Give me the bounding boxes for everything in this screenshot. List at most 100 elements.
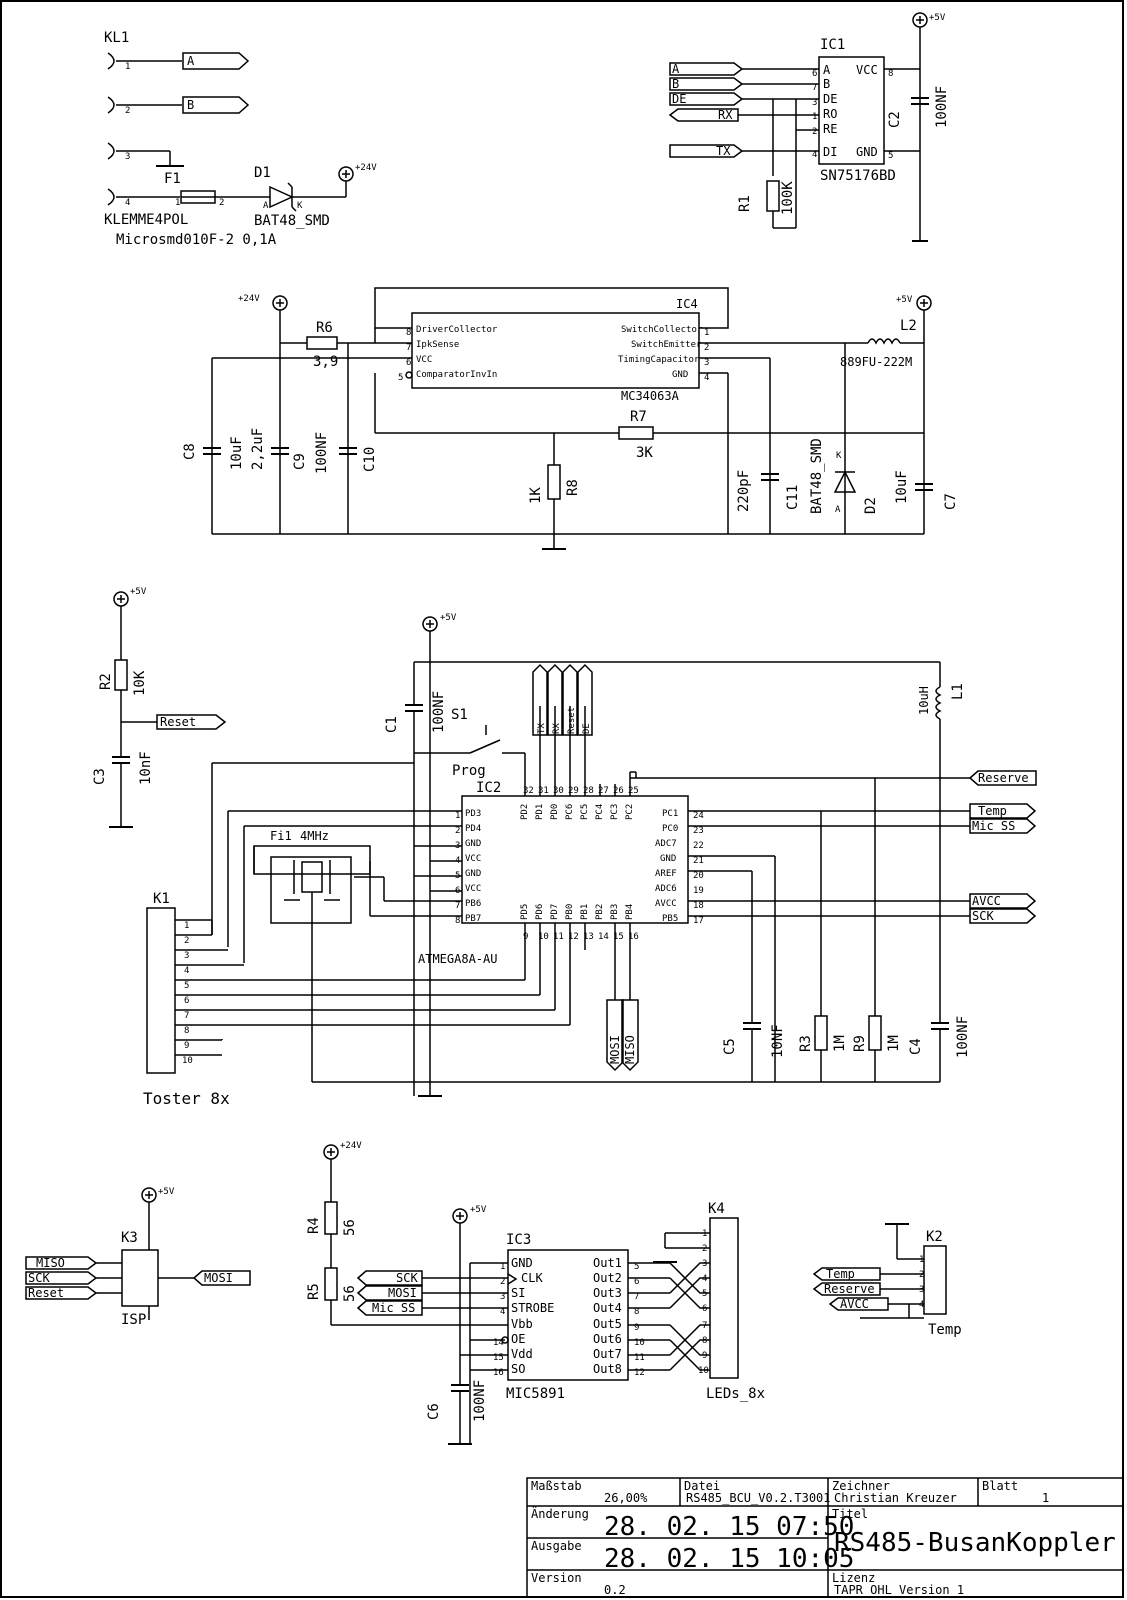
svg-text:LEDs_8x: LEDs_8x [706, 1386, 765, 1402]
net-flag-a [182, 52, 250, 70]
net-flag-b [669, 77, 744, 91]
svg-text:7: 7 [812, 83, 817, 93]
svg-text:6: 6 [184, 996, 189, 1006]
svg-text:+24V: +24V [340, 1141, 362, 1151]
svg-text:SwitchCollector: SwitchCollector [621, 325, 703, 335]
svg-text:R9: R9 [852, 1035, 868, 1052]
svg-text:31: 31 [538, 786, 549, 796]
svg-text:56: 56 [342, 1219, 358, 1236]
svg-text:RO: RO [823, 107, 837, 121]
svg-text:+5V: +5V [470, 1205, 487, 1215]
svg-text:+5V: +5V [158, 1187, 175, 1197]
svg-text:10: 10 [538, 932, 549, 942]
net-flag-mosi [606, 999, 624, 1072]
svg-text:2: 2 [812, 127, 817, 137]
svg-text:8: 8 [702, 1336, 707, 1346]
svg-text:7: 7 [406, 343, 411, 353]
svg-text:TX: TX [716, 144, 731, 158]
net-flag-sck [25, 1271, 98, 1285]
svg-text:PD7: PD7 [550, 904, 560, 920]
massstab-label: Maßstab [531, 1479, 582, 1493]
svg-text:5: 5 [634, 1262, 639, 1272]
svg-text:4MHz: 4MHz [300, 829, 329, 843]
svg-text:8: 8 [888, 69, 893, 79]
svg-text:28: 28 [583, 786, 594, 796]
svg-text:100K: 100K [780, 181, 796, 215]
svg-text:7: 7 [702, 1321, 707, 1331]
svg-text:DE: DE [582, 723, 592, 734]
lizenz-value: TAPR OHL Version 1 [834, 1583, 964, 1597]
svg-text:TimingCapacitor: TimingCapacitor [618, 355, 700, 365]
svg-text:DI: DI [823, 145, 837, 159]
svg-text:AREF: AREF [655, 869, 677, 879]
svg-text:9: 9 [634, 1323, 639, 1333]
svg-text:Out2: Out2 [593, 1271, 622, 1285]
svg-text:2: 2 [500, 1277, 505, 1287]
svg-text:VCC: VCC [416, 355, 432, 365]
svg-text:K2: K2 [926, 1229, 943, 1245]
svg-text:Out7: Out7 [593, 1347, 622, 1361]
svg-text:2: 2 [455, 826, 460, 836]
svg-text:6: 6 [702, 1304, 707, 1314]
svg-text:VCC: VCC [856, 63, 878, 77]
svg-text:A: A [263, 201, 269, 211]
ic2-atmega-microcontroller: IC2 ATMEGA8A-AU PD3 PD4 GND VCC GND VCC … [211, 613, 1037, 1097]
power-symbol-icon [912, 12, 928, 28]
svg-text:SN75176BD: SN75176BD [820, 168, 896, 184]
svg-text:Out1: Out1 [593, 1256, 622, 1270]
net-flag-mosi [192, 1270, 251, 1286]
net-flag-miso [25, 1256, 98, 1270]
svg-text:25: 25 [628, 786, 639, 796]
svg-text:VCC: VCC [465, 854, 481, 864]
svg-text:MISO: MISO [36, 1256, 65, 1270]
svg-text:C6: C6 [426, 1403, 442, 1420]
svg-text:6: 6 [812, 69, 817, 79]
svg-text:1: 1 [919, 1255, 924, 1265]
svg-text:C5: C5 [722, 1038, 738, 1055]
svg-text:12: 12 [568, 932, 579, 942]
svg-text:C7: C7 [943, 493, 959, 510]
svg-text:22: 22 [693, 841, 704, 851]
svg-text:1M: 1M [886, 1035, 902, 1052]
svg-text:L2: L2 [900, 318, 917, 334]
title-block: Maßstab 26,00% Datei RS485_BCU_V0.2.T300… [526, 1477, 1124, 1598]
svg-text:+5V: +5V [130, 587, 147, 597]
svg-text:IC1: IC1 [820, 37, 845, 53]
svg-text:Lizenz: Lizenz [832, 1571, 875, 1585]
svg-text:3: 3 [704, 358, 709, 368]
svg-text:PD2: PD2 [520, 804, 530, 820]
svg-text:+5V: +5V [929, 13, 946, 23]
svg-text:889FU-222M: 889FU-222M [840, 355, 912, 369]
svg-text:Mic_SS: Mic_SS [972, 819, 1015, 833]
svg-text:11: 11 [634, 1353, 645, 1363]
svg-text:18: 18 [693, 901, 704, 911]
svg-text:Microsmd010F-2 0,1A: Microsmd010F-2 0,1A [116, 232, 277, 248]
svg-text:4: 4 [919, 1300, 924, 1310]
datei-value: RS485_BCU_V0.2.T3001 [686, 1491, 831, 1505]
svg-text:R2: R2 [98, 673, 114, 690]
svg-text:15: 15 [493, 1353, 504, 1363]
svg-text:C4: C4 [908, 1038, 924, 1055]
net-flag-tx [669, 144, 744, 158]
svg-text:C2: C2 [887, 111, 903, 128]
svg-text:Out6: Out6 [593, 1332, 622, 1346]
svg-text:1: 1 [704, 328, 709, 338]
svg-text:Out3: Out3 [593, 1286, 622, 1300]
svg-text:4: 4 [702, 1274, 707, 1284]
svg-text:K4: K4 [708, 1201, 725, 1217]
svg-text:5: 5 [702, 1289, 707, 1299]
svg-text:1: 1 [500, 1262, 505, 1272]
svg-text:11: 11 [553, 932, 564, 942]
svg-text:GND: GND [465, 869, 481, 879]
kl1-ref: KL1 [104, 30, 129, 46]
svg-text:100NF: 100NF [934, 86, 950, 128]
svg-text:4: 4 [184, 966, 189, 976]
svg-text:PB0: PB0 [565, 904, 575, 920]
svg-text:Reserve: Reserve [978, 771, 1029, 785]
svg-text:PB1: PB1 [580, 904, 590, 920]
svg-text:220pF: 220pF [736, 470, 752, 512]
svg-text:K1: K1 [153, 891, 170, 907]
svg-text:1: 1 [812, 112, 817, 122]
svg-text:4: 4 [500, 1307, 505, 1317]
svg-text:8: 8 [406, 328, 411, 338]
